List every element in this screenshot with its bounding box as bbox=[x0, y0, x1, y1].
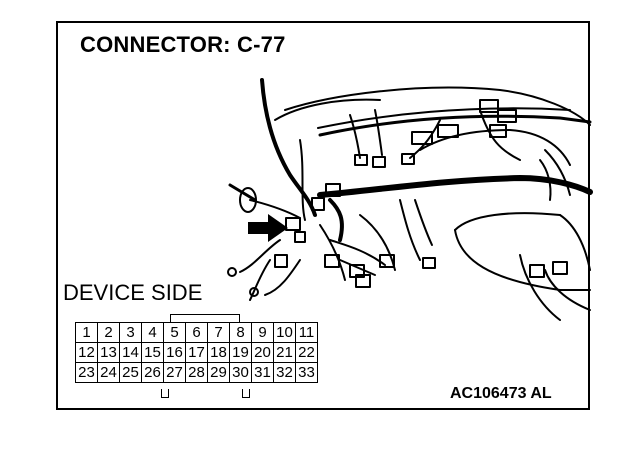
pin-cell: 3 bbox=[119, 322, 142, 343]
pin-cell: 17 bbox=[185, 342, 208, 363]
pin-cell: 26 bbox=[141, 362, 164, 383]
connector-pin-grid: 1 2 3 4 5 6 7 8 9 10 11 12 13 14 15 16 1… bbox=[75, 322, 318, 383]
pin-cell: 5 bbox=[163, 322, 186, 343]
pin-cell: 7 bbox=[207, 322, 230, 343]
pin-cell: 18 bbox=[207, 342, 230, 363]
pin-cell: 21 bbox=[273, 342, 296, 363]
pin-row: 12 13 14 15 16 17 18 19 20 21 22 bbox=[75, 342, 318, 363]
pin-cell: 24 bbox=[97, 362, 120, 383]
pin-cell: 8 bbox=[229, 322, 252, 343]
device-side-label: DEVICE SIDE bbox=[63, 280, 203, 305]
pin-cell: 32 bbox=[273, 362, 296, 383]
pin-cell: 33 bbox=[295, 362, 318, 383]
pin-cell: 9 bbox=[251, 322, 274, 343]
pin-cell: 28 bbox=[185, 362, 208, 383]
connector-lock-peg bbox=[242, 389, 250, 398]
connector-key-tab bbox=[170, 314, 240, 323]
pin-cell: 31 bbox=[251, 362, 274, 383]
pin-cell: 12 bbox=[75, 342, 98, 363]
pin-cell: 4 bbox=[141, 322, 164, 343]
pin-cell: 1 bbox=[75, 322, 98, 343]
connector-title: CONNECTOR: C-77 bbox=[80, 32, 286, 57]
pin-cell: 10 bbox=[273, 322, 296, 343]
pin-cell: 27 bbox=[163, 362, 186, 383]
pin-cell: 23 bbox=[75, 362, 98, 383]
pin-cell: 6 bbox=[185, 322, 208, 343]
connector-lock-peg bbox=[161, 389, 169, 398]
pin-cell: 15 bbox=[141, 342, 164, 363]
pin-cell: 2 bbox=[97, 322, 120, 343]
pin-cell: 14 bbox=[119, 342, 142, 363]
pin-cell: 16 bbox=[163, 342, 186, 363]
pin-cell: 20 bbox=[251, 342, 274, 363]
pin-cell: 29 bbox=[207, 362, 230, 383]
pin-cell: 22 bbox=[295, 342, 318, 363]
pin-row: 23 24 25 26 27 28 29 30 31 32 33 bbox=[75, 362, 318, 383]
pin-cell: 25 bbox=[119, 362, 142, 383]
pin-row: 1 2 3 4 5 6 7 8 9 10 11 bbox=[75, 322, 318, 343]
connector-pointer-arrow bbox=[248, 214, 288, 242]
pin-cell: 11 bbox=[295, 322, 318, 343]
pin-cell: 19 bbox=[229, 342, 252, 363]
pin-cell: 13 bbox=[97, 342, 120, 363]
pin-cell: 30 bbox=[229, 362, 252, 383]
reference-code: AC106473 AL bbox=[450, 385, 552, 402]
